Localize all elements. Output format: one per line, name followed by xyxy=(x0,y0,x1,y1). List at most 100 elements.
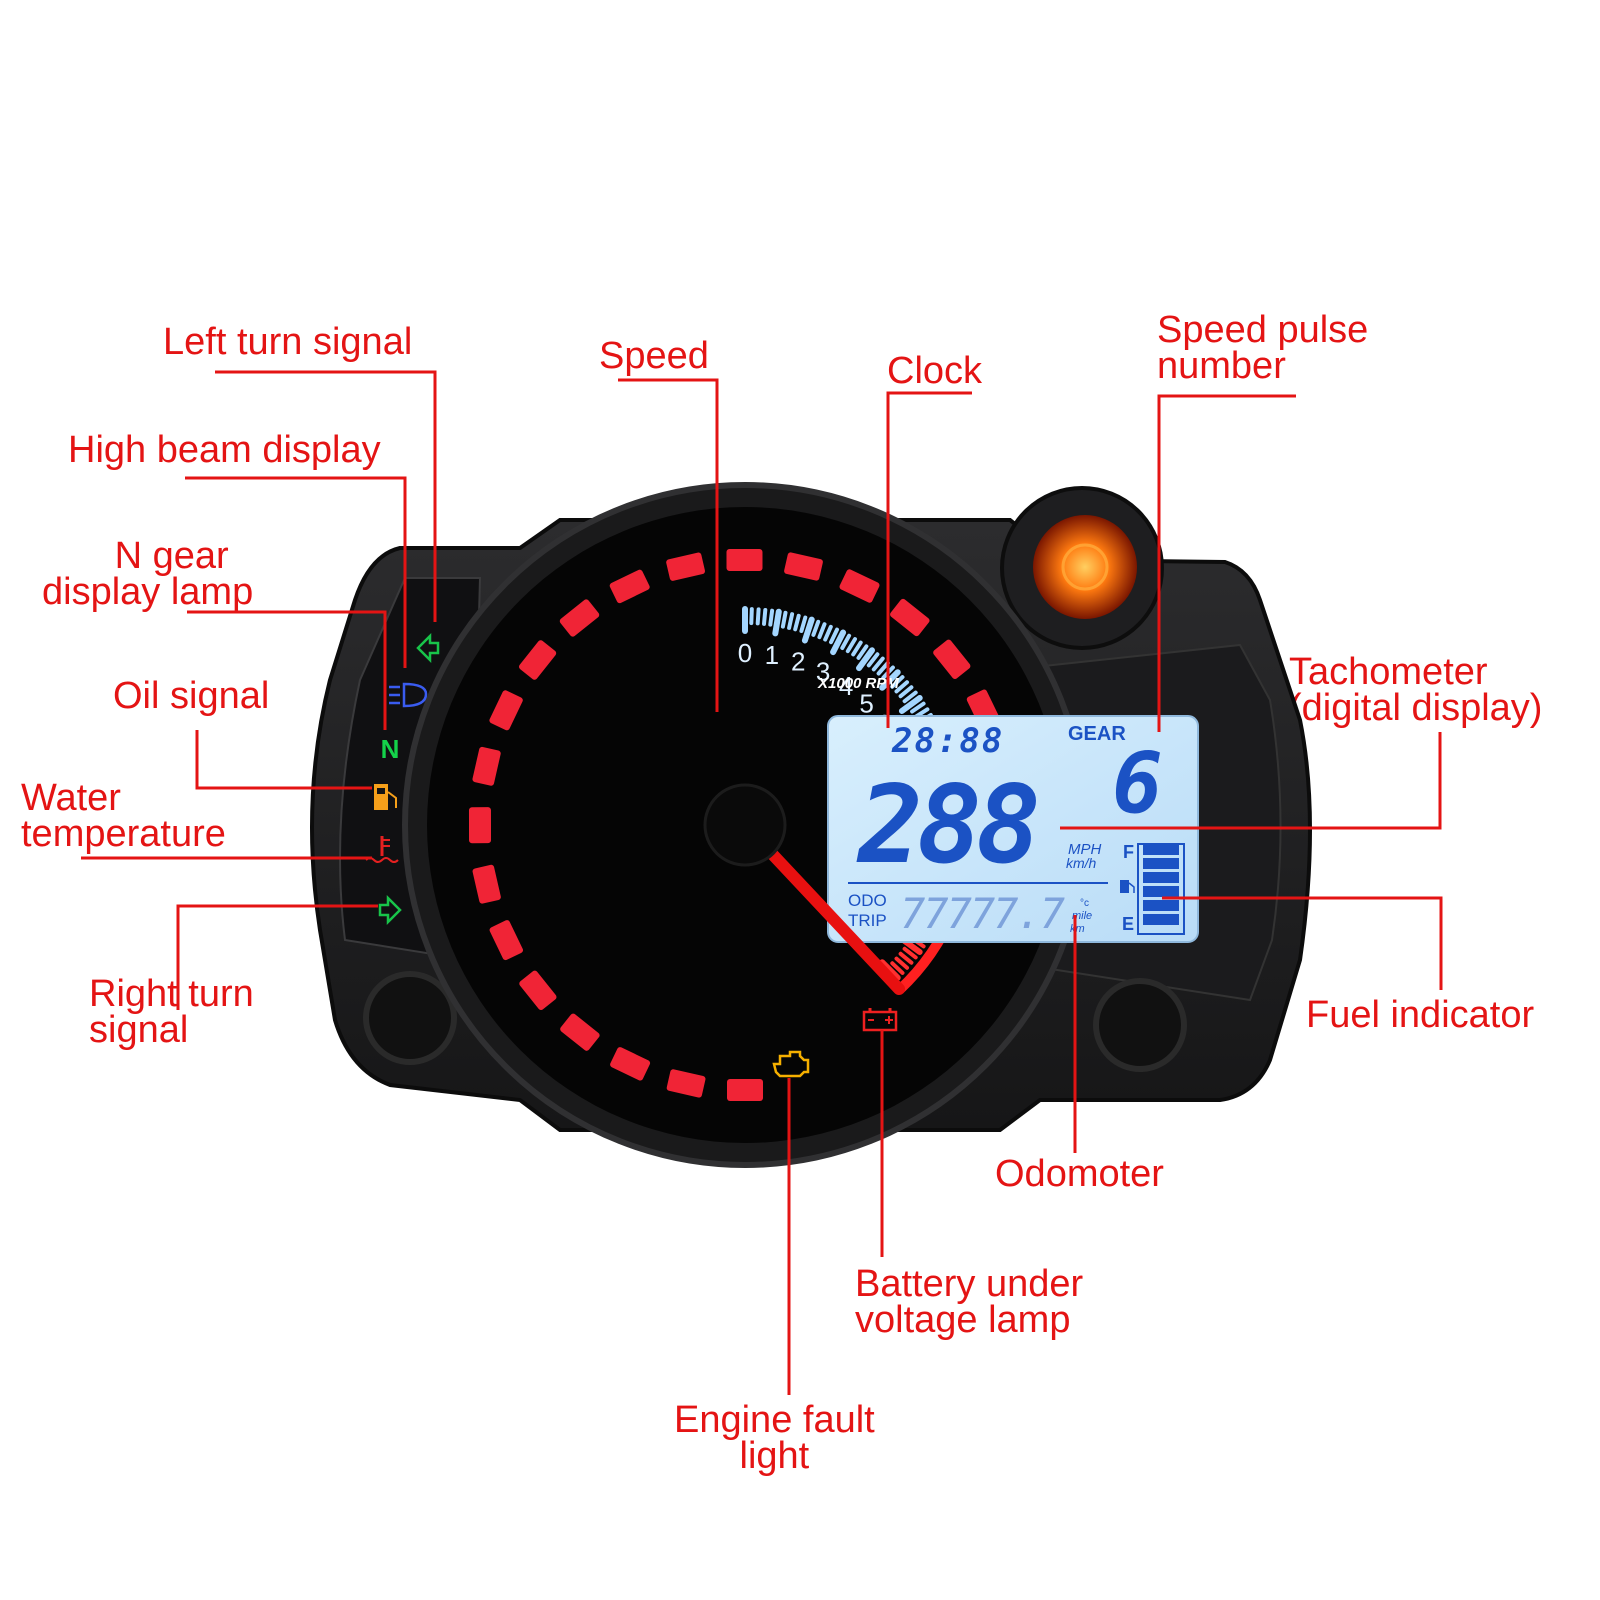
rpm-tick xyxy=(898,685,914,699)
fuel-bar xyxy=(1143,844,1179,855)
rpm-tick xyxy=(811,619,821,637)
rpm-tick xyxy=(898,695,923,714)
rpm-tick-label: 0 xyxy=(738,638,752,668)
lcd-display: 28:88 GEAR 6 288 MPH km/h ODO TRIP 77777… xyxy=(827,715,1199,943)
lcd-odometer-value: 77777.7 xyxy=(900,889,1065,938)
red-segment xyxy=(472,746,501,786)
lcd-unit-celsius: °c xyxy=(1080,898,1089,909)
label-oil-signal: Oil signal xyxy=(113,675,270,717)
rpm-tick xyxy=(856,647,875,672)
rpm-tick xyxy=(793,613,801,632)
lcd-odo-label: ODO xyxy=(848,891,887,910)
rpm-tick-label: 4 xyxy=(839,671,853,701)
rpm-tick-label: 3 xyxy=(816,657,830,687)
rpm-tick xyxy=(879,959,901,981)
leader-right-turn-signal xyxy=(176,904,378,1010)
red-segment xyxy=(839,569,880,603)
rpm-tick xyxy=(817,622,827,640)
rpm-tick xyxy=(762,608,768,626)
lcd-fuel-pump-icon xyxy=(1120,880,1135,893)
leader-fuel-indicator xyxy=(1162,896,1443,990)
rpm-tick xyxy=(890,675,905,689)
rpm-tick xyxy=(866,652,880,668)
fuel-bar xyxy=(1143,914,1179,925)
lcd-trip-label: TRIP xyxy=(848,911,887,930)
red-segment xyxy=(468,807,492,844)
rpm-tick xyxy=(902,690,918,704)
needle-hub xyxy=(703,783,787,867)
red-segment xyxy=(666,552,706,581)
label-odometer: Odomoter xyxy=(995,1153,1164,1195)
leader-oil-signal xyxy=(195,730,372,790)
leader-n-gear xyxy=(187,610,387,730)
red-segment xyxy=(489,920,524,961)
red-segment-ring xyxy=(468,548,1018,1101)
rpm-tick-label: 2 xyxy=(791,646,805,676)
lcd-speed-unit-kmh: km/h xyxy=(1066,855,1097,871)
right-turn-signal-icon xyxy=(378,894,402,926)
rpm-tick xyxy=(799,615,808,633)
mode-button[interactable] xyxy=(1033,515,1137,619)
fuel-bar xyxy=(1143,886,1179,897)
engine-fault-icon xyxy=(772,1050,810,1078)
rpm-tick xyxy=(772,608,782,637)
rpm-tick xyxy=(894,956,909,970)
label-high-beam-display: High beam display xyxy=(68,429,381,471)
neutral-gear-indicator: N xyxy=(381,734,400,764)
rpm-tick xyxy=(876,661,890,676)
rpm-tick xyxy=(787,612,795,630)
rpm-tick xyxy=(768,608,775,627)
fuel-bar xyxy=(1143,858,1179,869)
rpm-tick xyxy=(890,961,905,975)
rpm-tick xyxy=(851,640,863,657)
rpm-tick-label: 5 xyxy=(859,688,873,718)
rpm-tick xyxy=(823,624,833,642)
red-segment xyxy=(784,552,823,581)
lcd-gear-value: 6 xyxy=(1112,734,1163,832)
mode-button-ring-icon xyxy=(1061,543,1109,591)
label-left-turn-signal: Left turn signal xyxy=(163,321,413,363)
leader-speed-pulse xyxy=(1157,394,1296,732)
fuel-pump-icon xyxy=(374,784,397,810)
red-segment xyxy=(933,639,971,680)
red-segment xyxy=(890,598,930,637)
red-segment xyxy=(519,970,557,1011)
lcd-gear-label: GEAR xyxy=(1068,723,1126,745)
leader-high-beam-display xyxy=(185,476,407,668)
lcd-unit-mile: mile xyxy=(1072,910,1092,922)
leader-lines xyxy=(81,370,1443,1395)
rpm-tick xyxy=(845,637,857,654)
red-segment xyxy=(609,569,650,604)
leader-tachometer xyxy=(1060,732,1442,830)
lcd-unit-km: km xyxy=(1070,923,1085,935)
lcd-speed-unit-mph: MPH xyxy=(1068,841,1102,858)
label-tachometer: Tachometer(digital display) xyxy=(1289,651,1543,729)
rpm-tick-label: 1 xyxy=(765,640,779,670)
rpm-tick xyxy=(894,680,909,694)
rpm-tick xyxy=(829,627,839,645)
red-segment xyxy=(560,1013,600,1051)
rpm-tick xyxy=(871,656,885,672)
rpm-tick xyxy=(902,946,918,960)
red-segment xyxy=(726,548,763,572)
red-segment xyxy=(559,599,600,637)
label-speed: Speed xyxy=(599,335,709,377)
red-segment xyxy=(489,690,523,731)
label-clock: Clock xyxy=(887,350,983,392)
red-segment xyxy=(666,1069,706,1098)
battery-icon xyxy=(862,1008,898,1032)
lcd-speed-value: 288 xyxy=(856,763,1036,888)
red-segment xyxy=(519,640,557,680)
leader-clock xyxy=(886,391,972,728)
rpm-tick xyxy=(898,951,914,965)
rpm-tick xyxy=(749,607,754,626)
rpm-tick xyxy=(910,701,926,714)
rpm-tick xyxy=(801,616,815,644)
